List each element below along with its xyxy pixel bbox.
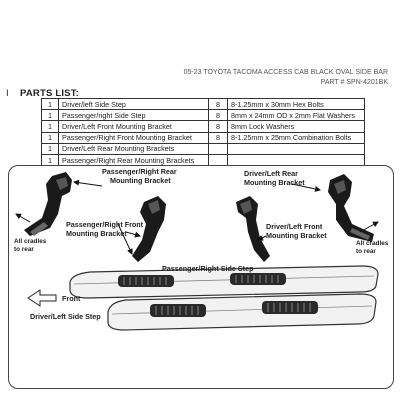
label-line: All cradles: [14, 238, 47, 245]
desc-cell: Driver/Left Front Mounting Bracket: [58, 120, 209, 133]
desc-cell: [227, 142, 365, 155]
label-line: to rear: [356, 248, 376, 255]
passenger-side-step-illustration: [69, 265, 379, 299]
label-line: Driver/Left Front: [266, 222, 323, 231]
qty-cell: 8: [208, 120, 228, 133]
table-row: 1 Passenger/Right Front Mounting Bracket…: [41, 131, 365, 144]
parts-list-heading: PARTS LIST:: [20, 88, 80, 99]
label-line: Driver/Left Rear: [244, 169, 298, 178]
label-line: Mounting Bracket: [266, 231, 327, 240]
cradles-right-label: All cradles to rear: [356, 240, 388, 256]
label-line: Mounting Bracket: [244, 178, 305, 187]
desc-cell: Passenger/Right Front Mounting Bracket: [58, 131, 209, 144]
driver-front-bracket-illustration: [236, 196, 270, 262]
diagram-frame: [8, 165, 394, 389]
passenger-step-label: Passenger/Right Side Step: [162, 264, 254, 273]
label-line: to rear: [14, 246, 34, 253]
part-number: PART # SPN-4201BK: [320, 79, 388, 86]
label-line: Mounting Bracket: [110, 176, 171, 185]
document-title: 05-23 TOYOTA TACOMA ACCESS CAB BLACK OVA…: [183, 69, 388, 76]
label-line: Passenger/Right Front: [66, 220, 144, 229]
label-line: All cradles: [356, 240, 389, 247]
direction-arrows: [15, 179, 379, 255]
passenger-rear-bracket-illustration: [24, 172, 72, 236]
passenger-front-bracket-illustration: [132, 196, 166, 262]
table-row: 1 Passenger/Right Rear Mounting Brackets: [41, 153, 365, 167]
desc-cell: Driver/Left Rear Mounting Brackets: [58, 142, 209, 155]
driver-rear-bracket-label: Driver/Left Rear Mounting Bracket: [244, 169, 305, 187]
desc-cell: 8mm Lock Washers: [227, 120, 365, 133]
front-arrow-icon: [27, 289, 57, 307]
parts-list-title: I PARTS LIST:: [6, 88, 80, 99]
driver-rear-bracket-illustration: [328, 174, 374, 242]
table-row: 1 Driver/Left Front Mounting Bracket 8 8…: [41, 120, 365, 133]
pass-front-bracket-label: Passenger/Right Front Mounting Bracket: [66, 220, 143, 238]
qty-cell: 1: [41, 142, 59, 155]
front-label: Front: [62, 294, 81, 303]
driver-side-step-illustration: [107, 293, 377, 331]
pass-rear-bracket-label: Passenger/Right Rear Mounting Bracket: [102, 167, 177, 185]
label-line: Mounting Bracket: [66, 229, 127, 238]
driver-front-bracket-label: Driver/Left Front Mounting Bracket: [266, 222, 327, 240]
margin-marker: I: [6, 88, 9, 99]
table-row: 1 Passenger/right Side Step 8 8mm x 24mm…: [41, 109, 365, 122]
parts-table: 1 Driver/left Side Step 8 8-1.25mm x 30m…: [41, 97, 365, 167]
driver-step-label: Driver/Left Side Step: [30, 312, 101, 321]
cradles-left-label: All cradles to rear: [14, 238, 46, 254]
label-line: Passenger/Right Rear: [102, 167, 177, 176]
table-row: 1 Driver/Left Rear Mounting Brackets: [41, 142, 365, 155]
desc-cell: 8-1.25mm x 25mm Combination Bolts: [227, 131, 365, 144]
